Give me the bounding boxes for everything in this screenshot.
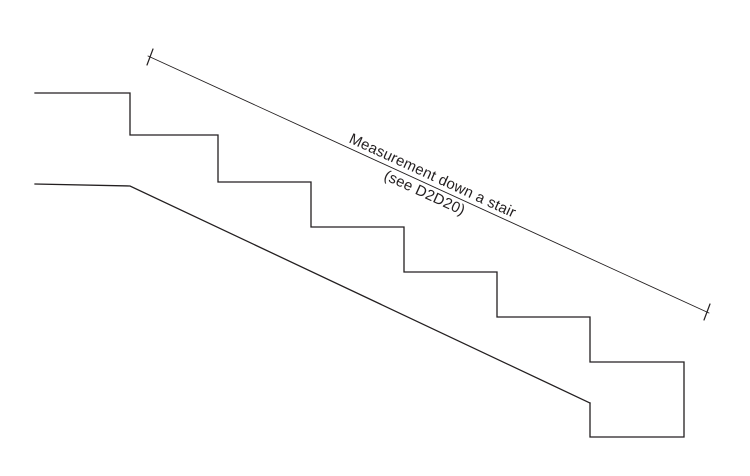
stair-stringer-line [34,183,591,404]
dimension-line [147,55,710,314]
stair-outline-group [34,92,685,438]
dimension-tick-start-icon [146,48,154,66]
dimension-tick-end-icon [703,303,711,321]
dimension-label-line1: Measurement down a stair [346,130,518,221]
stair-steps-profile [34,92,685,438]
dimension-group [146,48,711,321]
